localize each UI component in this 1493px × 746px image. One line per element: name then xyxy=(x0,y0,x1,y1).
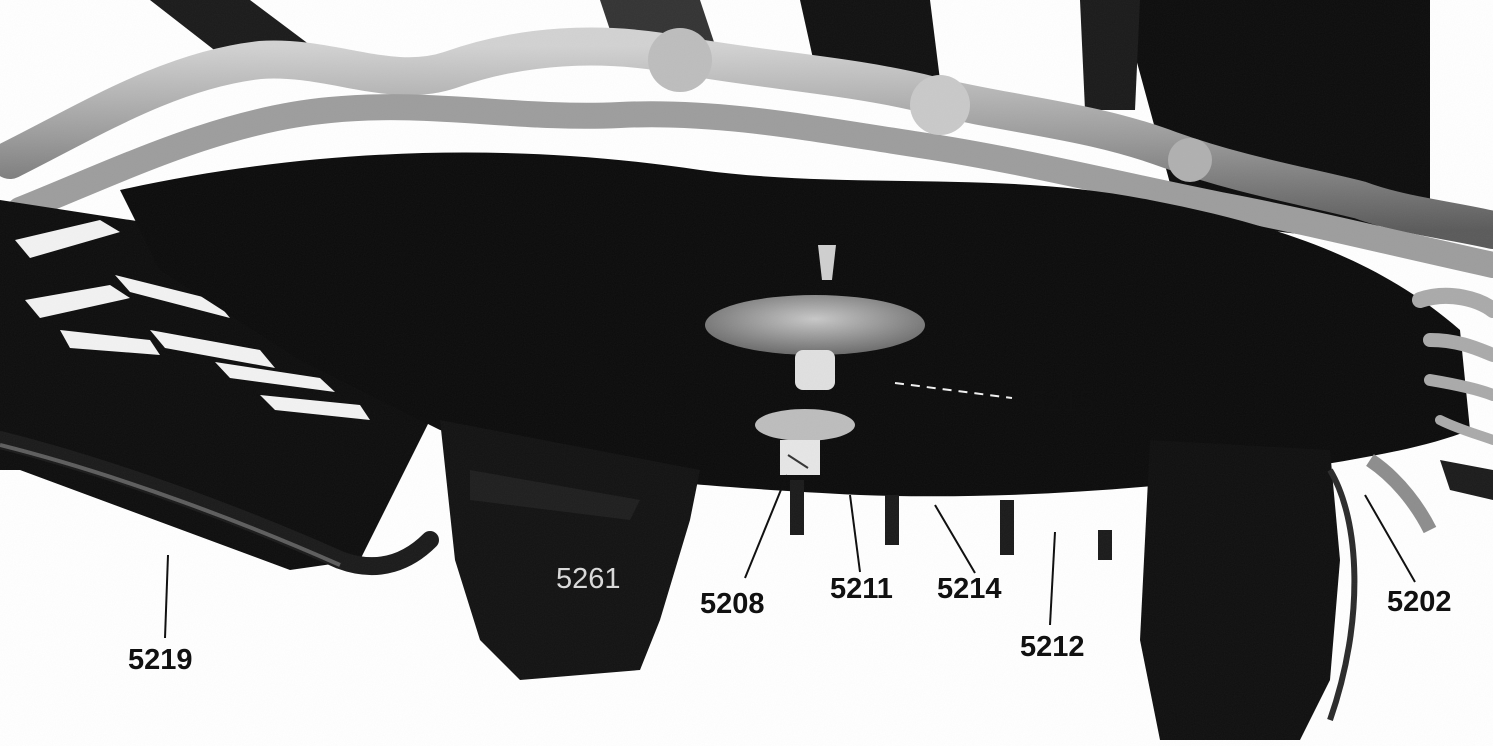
leader-5212 xyxy=(1049,531,1056,626)
label-5211: 5211 xyxy=(830,573,893,605)
label-5215: 5215 xyxy=(1030,386,1095,418)
label-5261: 5261 xyxy=(556,563,621,595)
leader-lines xyxy=(164,382,1416,639)
leader-5202 xyxy=(1364,494,1416,583)
label-5214: 5214 xyxy=(937,573,1002,605)
label-5208: 5208 xyxy=(700,588,765,620)
label-5202: 5202 xyxy=(1387,586,1452,618)
label-5212: 5212 xyxy=(1020,631,1085,663)
leader-5219 xyxy=(164,554,169,639)
leader-5215 xyxy=(894,382,1013,399)
label-5219: 5219 xyxy=(128,644,193,676)
leader-5214 xyxy=(934,504,976,574)
leader-5211 xyxy=(849,494,861,573)
leader-5208 xyxy=(744,474,788,579)
